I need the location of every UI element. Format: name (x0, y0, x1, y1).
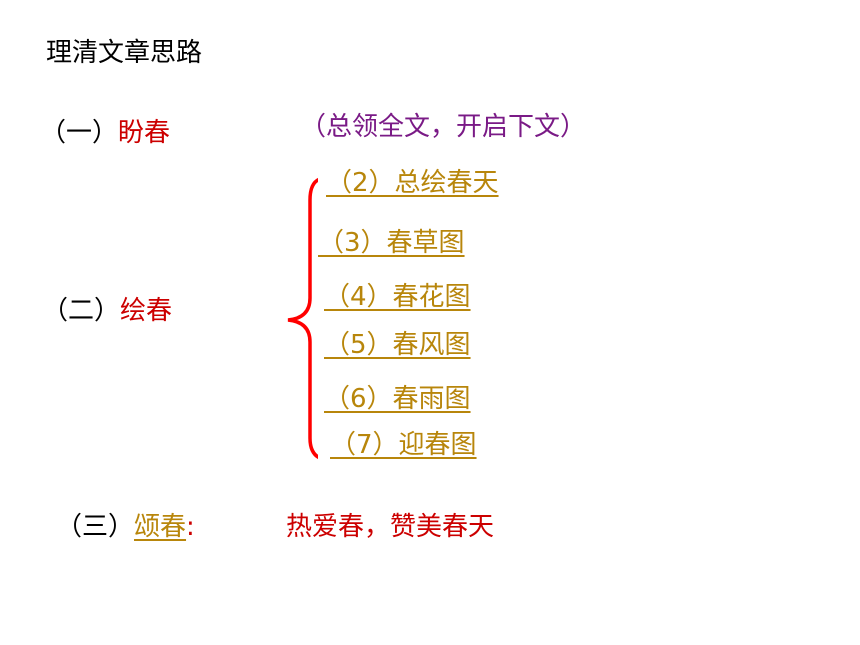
list-item[interactable]: （4）春花图 (324, 282, 471, 312)
section-2-prefix: （二） (42, 296, 121, 326)
section-1: （一）盼春 (40, 116, 170, 150)
section-1-note: （总领全文，开启下文） (300, 112, 587, 142)
section-2-name: 绘春 (120, 296, 173, 326)
page-title: 理清文章思路 (46, 38, 203, 68)
curly-brace-icon (287, 177, 318, 459)
section-2: （二）绘春 (42, 294, 172, 328)
section-3-colon: : (186, 512, 195, 542)
section-1-prefix: （一） (40, 118, 119, 148)
section-3-name-link[interactable]: 颂春 (134, 512, 187, 542)
list-item[interactable]: （2）总绘春天 (326, 168, 499, 198)
section-1-name: 盼春 (118, 118, 171, 148)
list-item[interactable]: （6）春雨图 (324, 384, 471, 414)
section-3-prefix: （三） (56, 512, 135, 542)
list-item[interactable]: （5）春风图 (324, 330, 471, 360)
section-3-note: 热爱春，赞美春天 (286, 512, 495, 542)
section-3: （三）颂春: (56, 510, 195, 544)
list-item[interactable]: （3）春草图 (318, 228, 465, 258)
list-item[interactable]: （7）迎春图 (330, 430, 477, 460)
